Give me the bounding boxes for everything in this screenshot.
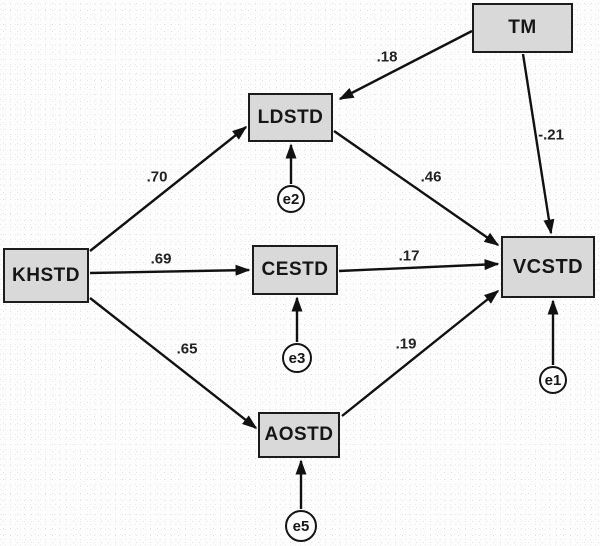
path-tm-to-vcstd: [521, 53, 555, 235]
error-node-e2[interactable]: e2: [277, 185, 305, 213]
coef-khstd-cestd: .69: [150, 250, 172, 268]
error-node-e5[interactable]: e5: [285, 510, 317, 542]
node-tm[interactable]: TM: [472, 3, 573, 53]
path-cestd-to-vcstd: [338, 259, 500, 273]
coef-tm-ldstd: .18: [376, 48, 398, 66]
node-cestd[interactable]: CESTD: [252, 245, 338, 295]
path-khstd-to-ldstd: [89, 126, 248, 252]
error-node-e3[interactable]: e3: [282, 343, 312, 373]
coef-khstd-aostd: .65: [176, 340, 198, 358]
path-ldstd-to-vcstd: [333, 130, 500, 246]
node-khstd[interactable]: KHSTD: [3, 248, 89, 303]
coef-cestd-vcstd: .17: [398, 247, 420, 265]
coef-ldstd-vcstd: .46: [420, 168, 442, 186]
path-khstd-to-aostd: [89, 297, 258, 429]
path-tm-to-ldstd: [338, 29, 473, 101]
node-vcstd[interactable]: VCSTD: [501, 236, 595, 298]
path-aostd-to-vcstd: [341, 290, 500, 417]
path-khstd-to-cestd: [89, 264, 251, 276]
error-node-e1[interactable]: e1: [539, 366, 567, 394]
coef-aostd-vcstd: .19: [395, 335, 417, 353]
coef-khstd-ldstd: .70: [146, 168, 168, 186]
node-aostd[interactable]: AOSTD: [258, 412, 340, 458]
node-ldstd[interactable]: LDSTD: [248, 93, 333, 142]
coef-tm-vcstd: -.21: [538, 126, 564, 144]
